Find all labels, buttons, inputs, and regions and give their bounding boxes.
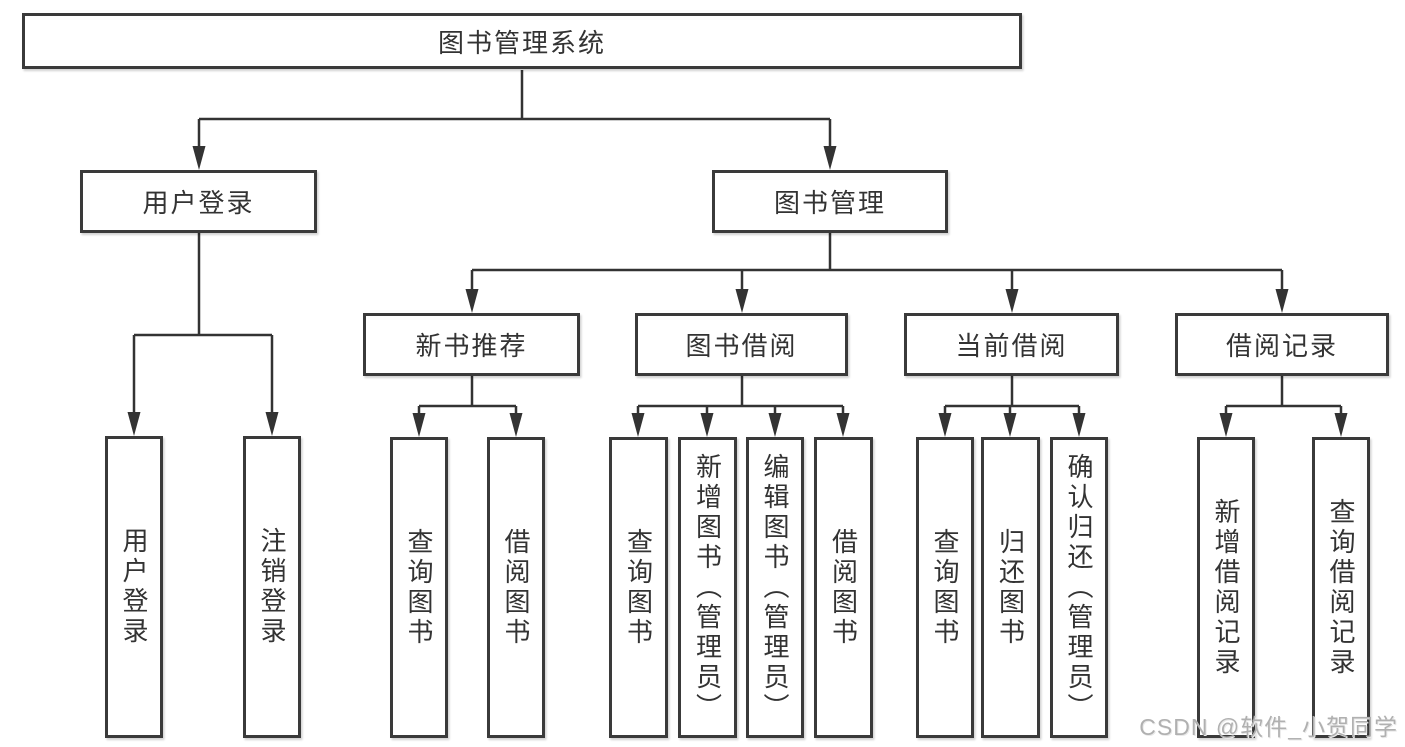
connector-book-management-group	[470, 233, 1284, 290]
node-label: 归还图书	[995, 527, 1026, 648]
node-user-login: 用户登录	[80, 170, 317, 233]
node-label: 查询图书	[623, 527, 654, 648]
node-label: 借阅图书	[828, 527, 859, 648]
node-current-borrow: 当前借阅	[904, 313, 1119, 376]
node-borrow-records: 借阅记录	[1175, 313, 1389, 376]
node-label: 查询借阅记录	[1326, 497, 1356, 678]
csdn-watermark: CSDN @软件_小贺同学	[1139, 714, 1398, 740]
arrowhead-new-book-recommend	[465, 289, 479, 313]
arrowhead-current-borrow	[1005, 289, 1019, 313]
connector-borrow-records-group	[1224, 376, 1343, 414]
arrowhead-leaf-user-login	[127, 412, 141, 436]
arrowhead-leaf-return-book	[1003, 413, 1017, 437]
leaf-borrow-books-newrec: 借阅图书	[487, 437, 545, 738]
node-book-borrow: 图书借阅	[635, 313, 848, 376]
node-label: 确认归还（管理员）	[1064, 452, 1094, 723]
node-label: 新书推荐	[415, 331, 528, 361]
leaf-add-borrow-record: 新增借阅记录	[1197, 437, 1255, 738]
arrowhead-borrow-records	[1275, 289, 1289, 313]
node-label: 当前借阅	[955, 331, 1068, 361]
leaf-return-book: 归还图书	[981, 437, 1040, 738]
node-label: 新增图书（管理员）	[692, 452, 723, 723]
node-root: 图书管理系统	[22, 13, 1022, 69]
node-new-book-recommend: 新书推荐	[363, 313, 580, 376]
arrowhead-leaf-borrow-books-newrec	[509, 413, 523, 437]
connector-user-login-group	[132, 233, 274, 413]
node-label: 用户登录	[142, 188, 255, 218]
node-label: 借阅图书	[501, 527, 531, 648]
arrowhead-leaf-edit-book	[768, 413, 782, 437]
leaf-query-books-borrow: 查询图书	[609, 437, 668, 738]
arrowhead-leaf-add-book	[700, 413, 714, 437]
arrowhead-book-management	[823, 146, 837, 170]
node-label: 图书管理	[773, 188, 886, 218]
node-label: 借阅记录	[1225, 331, 1338, 361]
arrowhead-leaf-confirm-return	[1072, 413, 1086, 437]
leaf-user-login: 用户登录	[105, 436, 163, 738]
arrowhead-leaf-borrow-books	[836, 413, 850, 437]
arrowhead-leaf-logout	[265, 412, 279, 436]
node-label: 注销登录	[257, 527, 287, 647]
node-label: 用户登录	[119, 527, 149, 647]
connector-new-book-group	[417, 376, 518, 414]
leaf-edit-book-admin: 编辑图书（管理员）	[746, 437, 804, 738]
arrowhead-book-borrow	[735, 289, 749, 313]
connector-book-borrow-group	[636, 376, 845, 414]
arrowhead-leaf-query-books-borrow	[631, 413, 645, 437]
leaf-query-borrow-record: 查询借阅记录	[1312, 437, 1370, 738]
arrowhead-user-login	[192, 146, 206, 170]
node-book-management: 图书管理	[712, 170, 948, 233]
connector-root-to-level2	[197, 70, 832, 147]
leaf-add-book-admin: 新增图书（管理员）	[678, 437, 737, 738]
leaf-query-books-current: 查询图书	[916, 437, 974, 738]
arrowhead-leaf-query-books-current	[938, 413, 952, 437]
connector-current-borrow-group	[943, 376, 1081, 414]
leaf-confirm-return-admin: 确认归还（管理员）	[1050, 437, 1108, 738]
node-label: 查询图书	[930, 527, 960, 648]
node-label: 图书借阅	[685, 331, 798, 361]
leaf-borrow-books: 借阅图书	[814, 437, 873, 738]
node-label: 新增借阅记录	[1211, 497, 1241, 678]
arrowhead-leaf-add-borrow-record	[1219, 413, 1233, 437]
leaf-logout: 注销登录	[243, 436, 301, 738]
leaf-query-books-newrec: 查询图书	[390, 437, 448, 738]
node-label: 查询图书	[404, 527, 434, 648]
arrowhead-leaf-query-borrow-record	[1334, 413, 1348, 437]
arrowhead-leaf-query-books-newrec	[412, 413, 426, 437]
node-label: 编辑图书（管理员）	[760, 452, 790, 723]
node-label: 图书管理系统	[437, 27, 606, 58]
